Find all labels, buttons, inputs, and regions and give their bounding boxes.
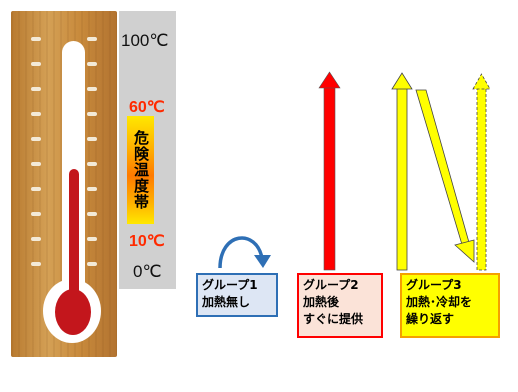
scale-tick [31, 262, 41, 266]
scale-tick [31, 212, 41, 216]
scale-tick [87, 212, 97, 216]
label-10c: 10℃ [129, 233, 165, 250]
scale-tick [87, 262, 97, 266]
group2-up-arrow [318, 71, 341, 271]
danger-zone-band: 危険温度帯 [127, 116, 154, 224]
group1-description: 加熱無し [202, 295, 251, 309]
scale-tick [31, 37, 41, 41]
scale-tick [87, 112, 97, 116]
scale-tick [31, 112, 41, 116]
group1-title: グループ1 [202, 278, 258, 292]
thermometer-mercury [69, 169, 79, 301]
group2-box: グループ2 加熱後 すぐに提供 [297, 273, 383, 338]
group1-box: グループ1 加熱無し [196, 273, 278, 317]
label-0c: 0℃ [133, 262, 162, 281]
scale-tick [31, 62, 41, 66]
thermometer-illustration [11, 11, 117, 357]
scale-tick [87, 62, 97, 66]
label-60c: 60℃ [129, 99, 165, 116]
group3-description-line1: 加熱･冷却を [406, 295, 473, 309]
scale-tick [31, 137, 41, 141]
scale-tick [31, 162, 41, 166]
group3-cycle-arrows [391, 72, 491, 271]
group2-description-line2: すぐに提供 [303, 312, 364, 326]
scale-tick [87, 137, 97, 141]
scale-tick [87, 162, 97, 166]
group3-box: グループ3 加熱･冷却を 繰り返す [400, 273, 500, 338]
danger-zone-label: 危険温度帯 [132, 130, 150, 210]
scale-tick [87, 37, 97, 41]
group2-title: グループ2 [303, 278, 359, 292]
label-100c: 100℃ [121, 31, 169, 50]
scale-tick [87, 87, 97, 91]
group2-description-line1: 加熱後 [303, 295, 340, 309]
thermometer-bulb [55, 289, 91, 335]
scale-tick [31, 237, 41, 241]
scale-tick [87, 187, 97, 191]
scale-tick [31, 187, 41, 191]
scale-tick [87, 237, 97, 241]
group3-title: グループ3 [406, 278, 462, 292]
group3-description-line2: 繰り返す [406, 312, 455, 326]
scale-tick [31, 87, 41, 91]
group1-curved-arrow [218, 236, 271, 269]
